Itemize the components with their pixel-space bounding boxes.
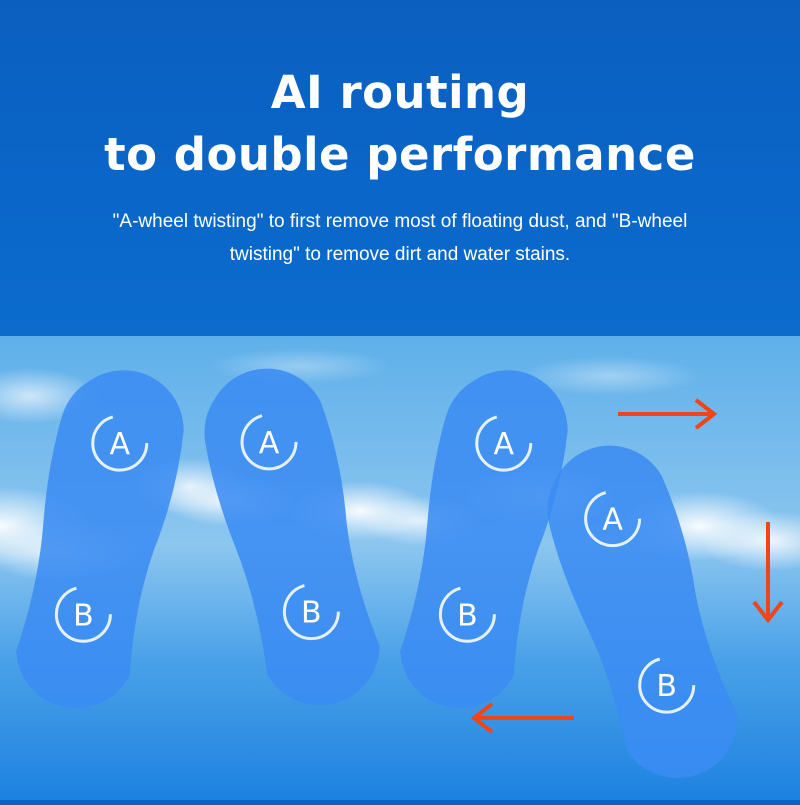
a-wheel-icon: A: [91, 414, 149, 472]
header-banner: AI routing to double performance "A-whee…: [0, 0, 800, 336]
title-line-2: to double performance: [104, 128, 696, 181]
mop-pad-3: A B: [400, 370, 568, 709]
pad-1-label-a: A: [109, 427, 130, 462]
mop-pad-2: A B: [204, 368, 380, 706]
pad-3-label-a: A: [493, 427, 514, 462]
mop-pad-4: A B: [547, 445, 738, 778]
arrow-right-icon: [618, 398, 718, 430]
pad-2-label-a: A: [259, 426, 280, 461]
pad-3-label-b: B: [457, 598, 478, 633]
b-wheel-icon: B: [438, 585, 496, 643]
arrow-down-icon: [752, 522, 784, 624]
page-subtitle: "A-wheel twisting" to first remove most …: [60, 205, 740, 271]
pad-1-label-b: B: [73, 598, 94, 633]
page-title: AI routing to double performance: [0, 62, 800, 186]
subtitle-line-2: twisting" to remove dirt and water stain…: [229, 244, 571, 265]
pad-2-label-b: B: [301, 596, 322, 631]
pad-4-label-a: A: [602, 503, 623, 538]
a-wheel-icon: A: [584, 490, 642, 548]
subtitle-line-1: "A-wheel twisting" to first remove most …: [112, 211, 688, 232]
b-wheel-icon: B: [54, 585, 112, 643]
mop-pad-1: A B: [16, 370, 184, 709]
pad-4-label-b: B: [656, 669, 677, 704]
sky-scene: A B A B A: [0, 336, 800, 800]
b-wheel-icon: B: [638, 656, 696, 714]
arrow-left-icon: [470, 702, 574, 734]
a-wheel-icon: A: [475, 414, 533, 472]
title-line-1: AI routing: [270, 66, 530, 119]
